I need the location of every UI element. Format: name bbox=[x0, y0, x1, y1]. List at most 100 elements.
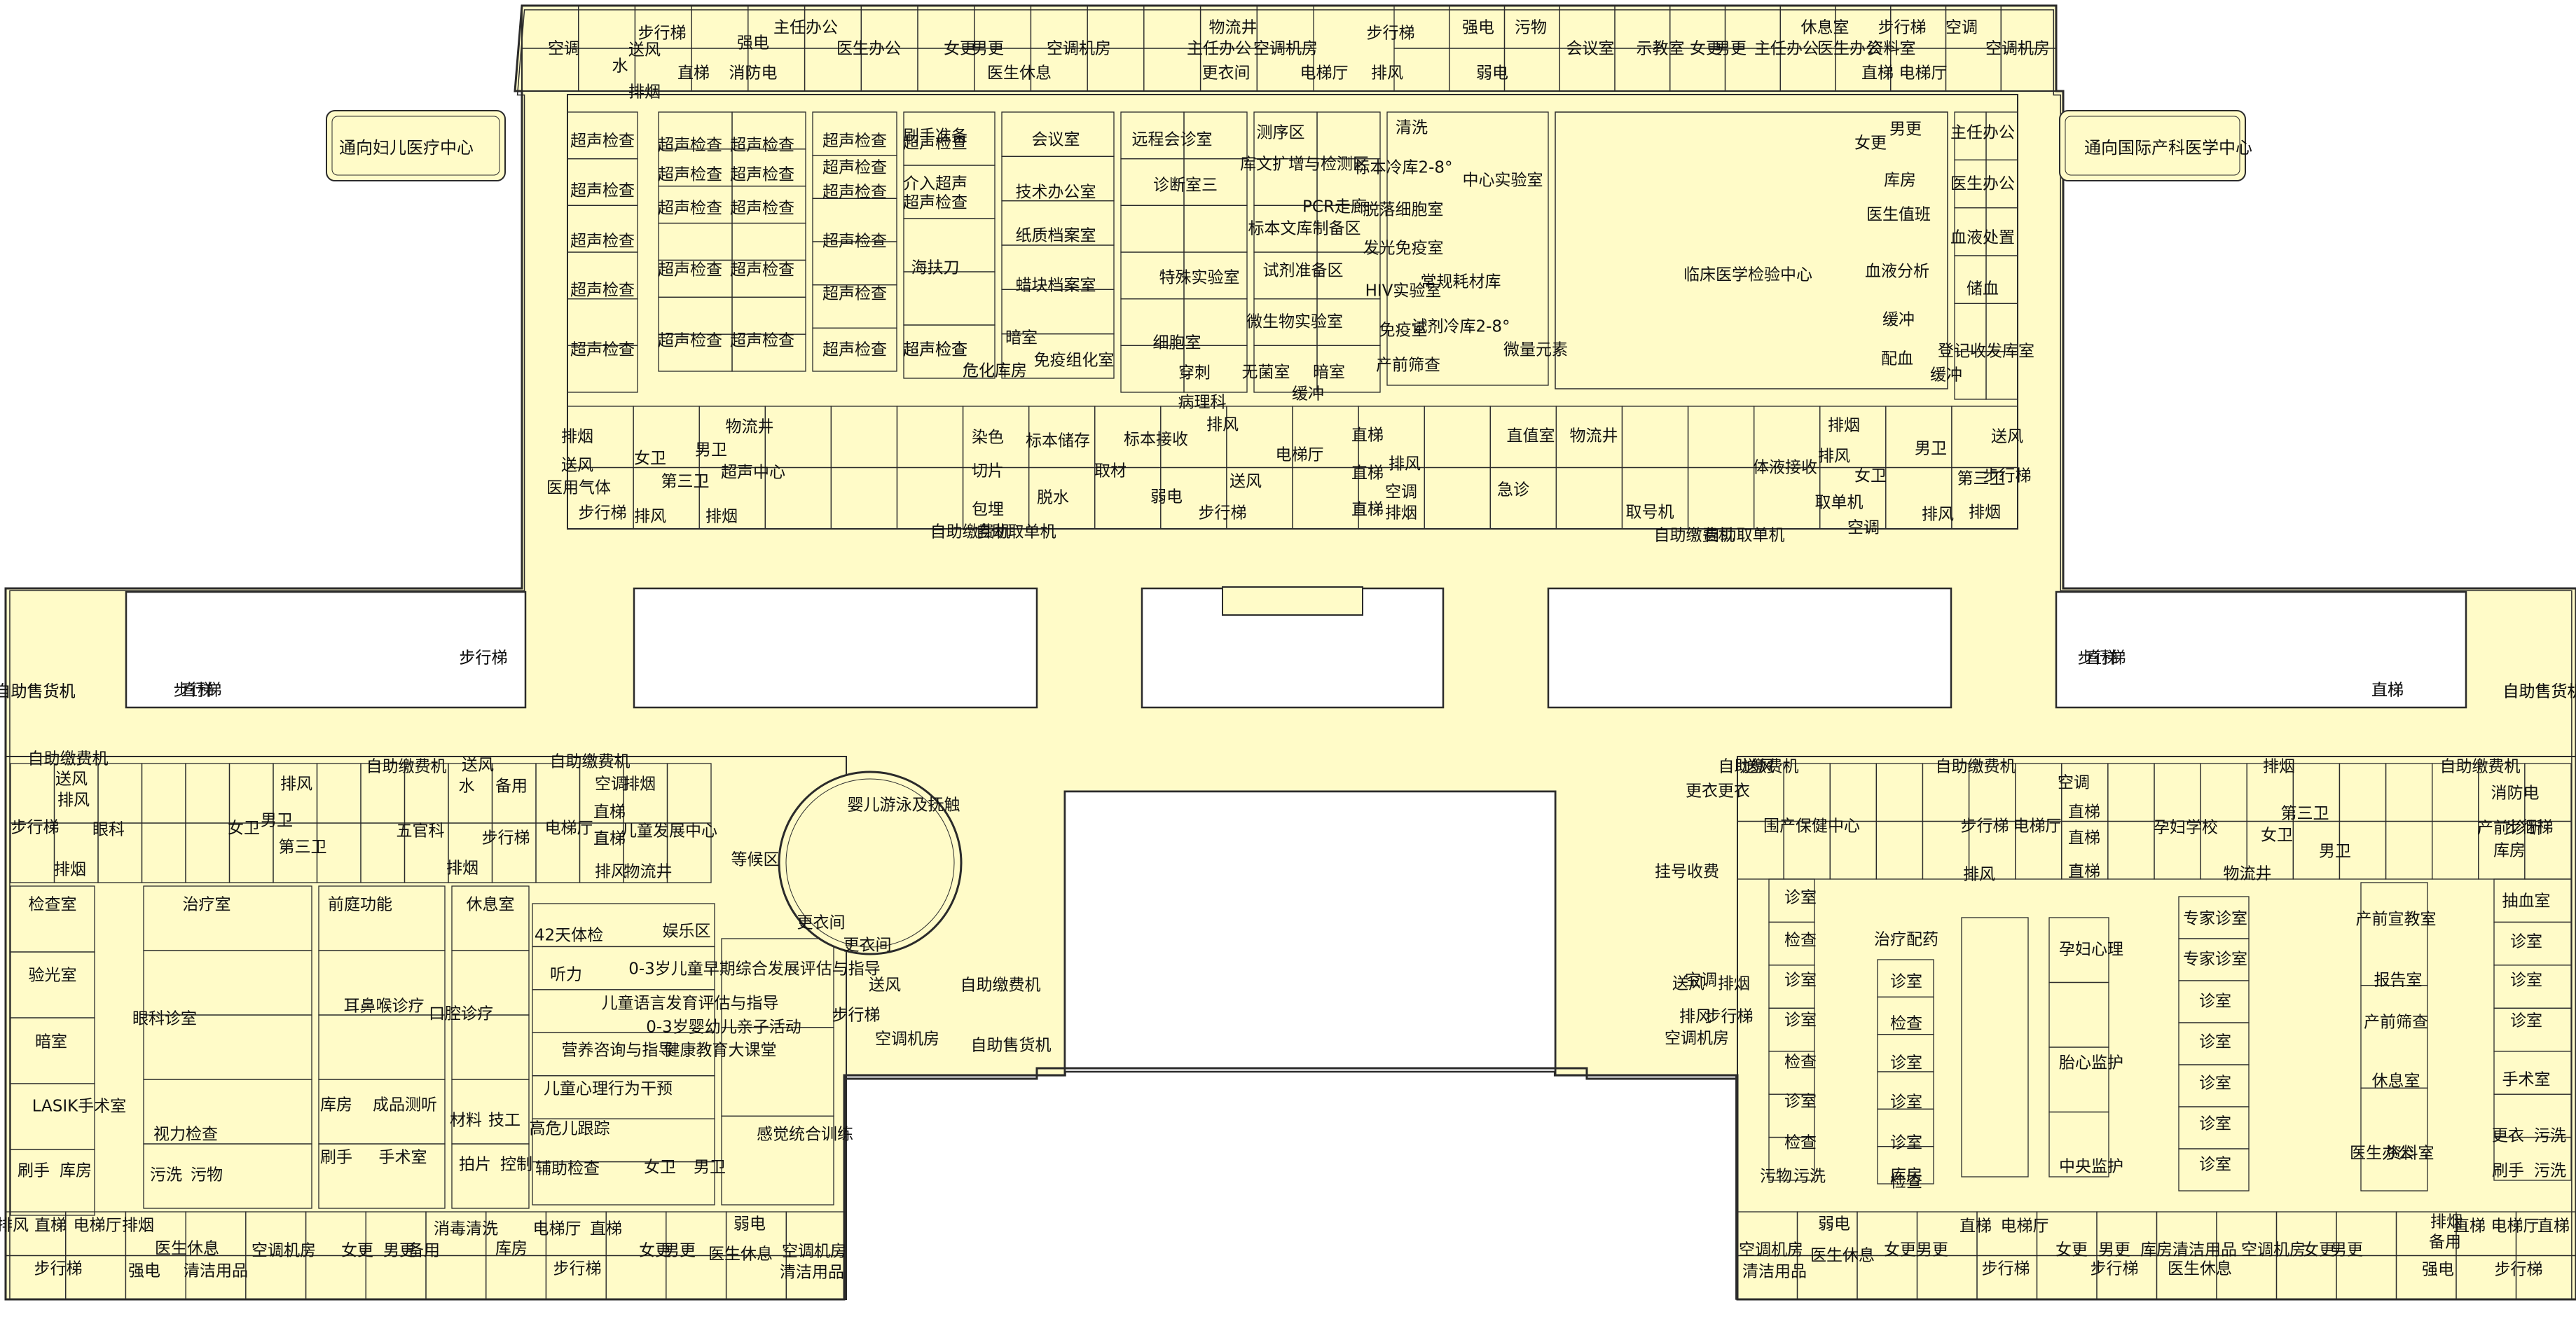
wing-label: 自助售货机 bbox=[0, 683, 76, 701]
top-strip-label: 空调机房 bbox=[1047, 40, 1111, 58]
lower-right-label: 挂号收费 bbox=[1655, 863, 1719, 881]
top-strip-label: 消防电 bbox=[729, 64, 778, 83]
lower-left-label: 治疗室 bbox=[183, 896, 231, 914]
top-strip-label: 步行梯 bbox=[1878, 19, 1927, 37]
lower-right-label: 孕妇心理 bbox=[2059, 941, 2123, 959]
ultrasound-extra-label: 危化库房 bbox=[963, 362, 1027, 380]
lower-left-label: 婴儿游泳及抚触 bbox=[848, 796, 960, 815]
ultrasound-room-label: 超声检查 bbox=[730, 200, 794, 218]
ultrasound-extra-label: 超声中心 bbox=[721, 464, 785, 482]
ultrasound-room-label: 超声检查 bbox=[570, 132, 635, 151]
lower-left-label: 检查室 bbox=[29, 896, 77, 914]
pathology-label: 细胞室 bbox=[1153, 334, 1201, 352]
room bbox=[1877, 1146, 1934, 1185]
top-strip-label: 电梯厅 bbox=[1899, 64, 1948, 83]
lower-left-label: LASIK手术室 bbox=[32, 1098, 127, 1116]
bottom-right-label: 电梯厅 bbox=[2001, 1217, 2049, 1236]
support-room-label: 步行梯 bbox=[579, 504, 627, 523]
lower-left-label: 自助缴费机 bbox=[960, 976, 1041, 995]
wing-label: 步行梯 bbox=[460, 649, 508, 668]
top-strip-label: 医生办公 bbox=[1817, 40, 1882, 58]
lab-right-label: 医生值班 bbox=[1866, 206, 1931, 224]
bottom-right-label: 医生休息 bbox=[2168, 1260, 2232, 1278]
room bbox=[785, 1255, 847, 1300]
lower-right-label: 诊室 bbox=[2199, 993, 2231, 1011]
room bbox=[812, 327, 897, 372]
lower-right-label: 空调 bbox=[1685, 972, 1717, 990]
pathology-label: 产前筛查 bbox=[1376, 357, 1440, 375]
lower-left-label: 休息室 bbox=[467, 896, 515, 914]
room bbox=[903, 324, 996, 379]
bottom-left-label: 库房 bbox=[495, 1240, 528, 1258]
corridor-inner bbox=[331, 116, 500, 176]
ultrasound-room-label: 超声检查 bbox=[822, 159, 887, 177]
lower-right-label: 直梯 bbox=[2068, 803, 2100, 822]
room bbox=[1256, 48, 1314, 92]
lower-left-label: 0-3岁儿童早期综合发展评估与指导 bbox=[628, 960, 881, 979]
bottom-right-label: 电梯厅 bbox=[2491, 1217, 2540, 1236]
lower-left-label: 污物 bbox=[191, 1166, 223, 1185]
lower-right-label: 检查 bbox=[1890, 1015, 1922, 1033]
bottom-left-label: 直梯 bbox=[590, 1220, 622, 1238]
lower-right-label: 库房 bbox=[2493, 842, 2526, 860]
bottom-left-label: 女更 bbox=[639, 1242, 671, 1260]
bottom-right-label: 直梯 bbox=[2537, 1217, 2570, 1236]
bottom-left-label: 清洁用品 bbox=[780, 1264, 844, 1282]
lower-right-label: 自助缴费机 bbox=[2440, 758, 2521, 776]
ultrasound-extra-label: 纸质档案室 bbox=[1016, 227, 1096, 245]
support-room-label: 物流井 bbox=[1570, 427, 1618, 446]
corridor-right bbox=[2059, 110, 2246, 181]
top-strip-label: 送风 bbox=[628, 41, 661, 60]
ultrasound-room-label: 超声检查 bbox=[658, 200, 722, 218]
lower-left-label: 手术室 bbox=[379, 1149, 427, 1167]
support-room-label: 急诊 bbox=[1497, 481, 1529, 499]
room bbox=[1386, 111, 1549, 386]
lower-right-label: 排风 bbox=[1679, 1008, 1711, 1026]
kiosk-label: 自助取单机 bbox=[1704, 527, 1785, 545]
lower-right-label: 产前诊断 bbox=[2477, 820, 2542, 838]
support-room-label: 体液接收 bbox=[1753, 459, 1817, 477]
lower-right-label: 检查 bbox=[1784, 1134, 1817, 1152]
top-strip-label: 医生办公 bbox=[836, 40, 901, 58]
wing-label: 步行梯 bbox=[174, 682, 222, 700]
lower-left-label: 自助缴费机 bbox=[28, 750, 109, 768]
wing-label: 自助售货机 bbox=[0, 683, 76, 701]
top-strip-label: 直梯 bbox=[1861, 64, 1894, 83]
bottom-right-label: 女更 bbox=[2055, 1241, 2088, 1259]
lower-right-label: 刷手 bbox=[2492, 1162, 2524, 1180]
lower-right-label: 步行梯 bbox=[2505, 819, 2554, 837]
lower-right-label: 孕妇学校 bbox=[2154, 819, 2218, 837]
bottom-right-label: 医生休息 bbox=[1810, 1247, 1875, 1265]
wing-label: 自助售货机 bbox=[2503, 683, 2576, 701]
lower-left-label: 技工 bbox=[488, 1112, 521, 1130]
lower-left-label: 高危儿跟踪 bbox=[530, 1120, 610, 1138]
lower-right-label: 抽血室 bbox=[2502, 892, 2551, 911]
bottom-left-label: 备用 bbox=[408, 1242, 440, 1260]
wing-label: 直梯 bbox=[2086, 649, 2118, 668]
lower-right-label: 手术室 bbox=[2502, 1071, 2551, 1089]
top-strip-label: 水 bbox=[612, 57, 628, 76]
lower-left-label: 辅助检查 bbox=[535, 1160, 600, 1178]
bottom-right-label: 男更 bbox=[2331, 1241, 2363, 1259]
courtyard-void bbox=[125, 591, 527, 709]
pathology-label: 免疫室 bbox=[1379, 322, 1428, 340]
lab-right-label: 缓冲 bbox=[1930, 366, 1962, 385]
ultrasound-room-label: 超声检查 bbox=[730, 261, 794, 279]
lower-left-label: 直梯 bbox=[593, 830, 626, 848]
top-strip-label: 医生休息 bbox=[987, 64, 1052, 83]
ultrasound-room-label: 超声检查 bbox=[903, 134, 967, 153]
lower-left-label: 排烟 bbox=[54, 861, 86, 879]
room bbox=[318, 1143, 446, 1209]
top-strip-label: 步行梯 bbox=[638, 25, 687, 43]
lower-left-label: 排风 bbox=[57, 792, 90, 810]
support-room-label: 排烟 bbox=[561, 428, 593, 446]
pathology-label: 发光免疫室 bbox=[1363, 240, 1444, 258]
lower-right-label: 中央监护 bbox=[2059, 1158, 2123, 1176]
lab-right-label: 血液分析 bbox=[1865, 263, 1929, 281]
pathology-label: 标本文库制备区 bbox=[1248, 220, 1361, 238]
corridor-left bbox=[326, 110, 506, 181]
lower-left-label: 库房 bbox=[60, 1162, 92, 1180]
ultrasound-extra-label: 刷手准备 bbox=[903, 127, 967, 146]
ultrasound-extra-label: 蜡块档案室 bbox=[1016, 277, 1096, 295]
lower-right-label: 诊室 bbox=[1784, 972, 1817, 990]
